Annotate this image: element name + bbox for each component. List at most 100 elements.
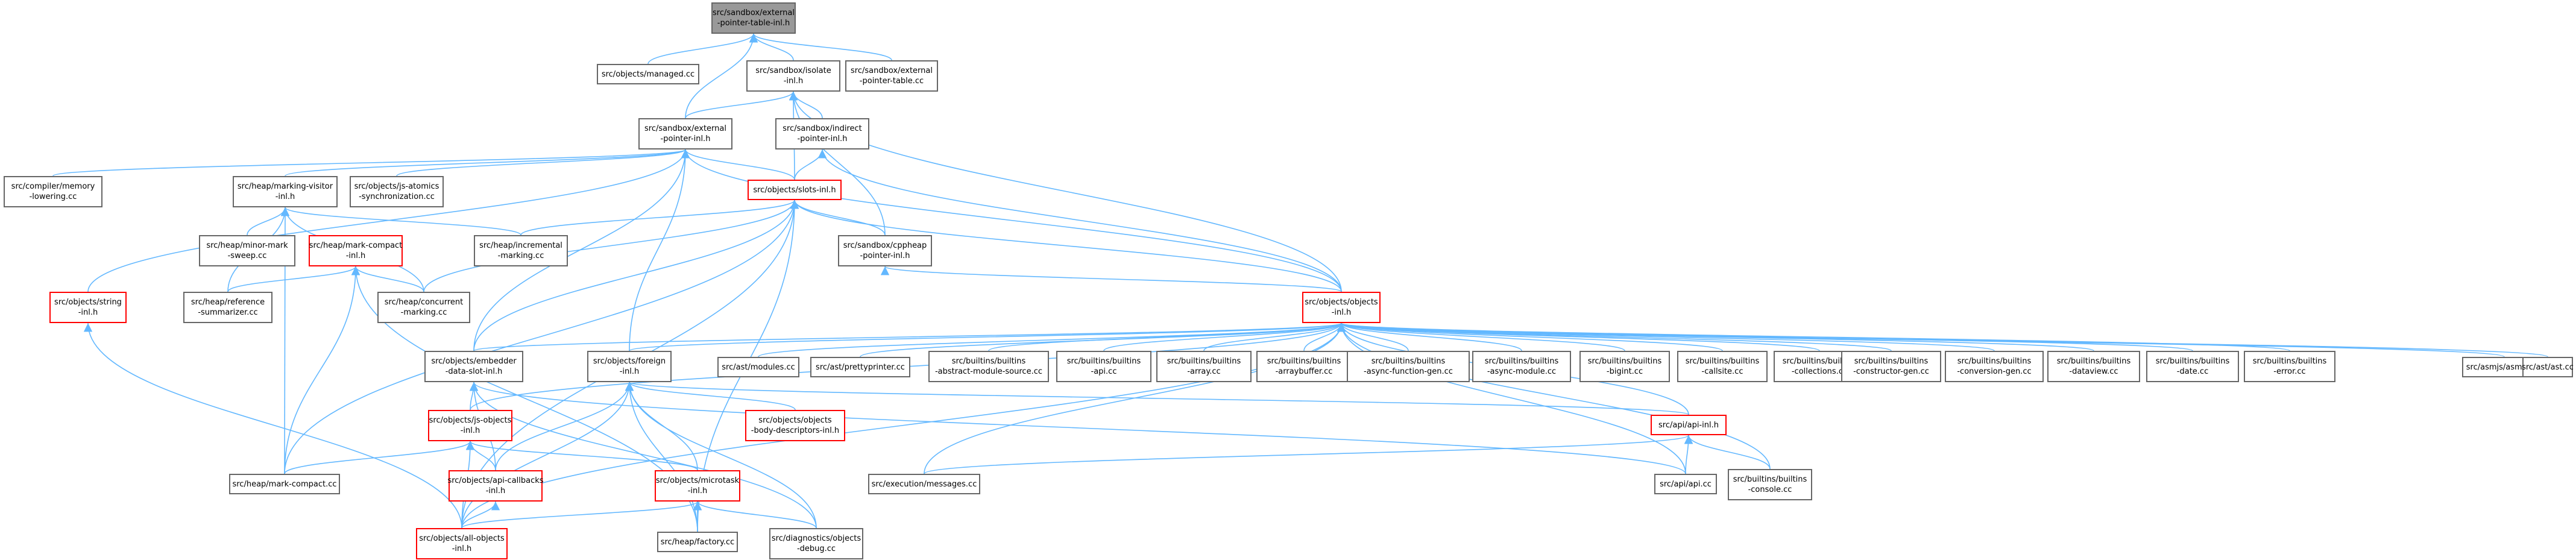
node-heap-ref-summ[interactable]: src/heap/reference-summarizer.cc xyxy=(183,292,272,323)
node-label: src/heap/marking-visitor xyxy=(237,182,333,191)
node-ext-ptr-inl[interactable]: src/sandbox/external-pointer-inl.h xyxy=(638,118,732,149)
node-incremental-marking[interactable]: src/heap/incremental-marking.cc xyxy=(474,235,568,266)
node-label: src/objects/foreign xyxy=(593,357,666,366)
node-label: src/objects/managed.cc xyxy=(601,69,695,79)
node-b-arraybuffer[interactable]: src/builtins/builtins-arraybuffer.cc xyxy=(1256,351,1352,382)
node-cppheap-ptr[interactable]: src/sandbox/cppheap-pointer-inl.h xyxy=(838,235,932,266)
node-b-callsite[interactable]: src/builtins/builtins-callsite.cc xyxy=(1677,351,1768,382)
node-label: src/heap/mark-compact xyxy=(309,241,403,250)
node-api-callbacks[interactable]: src/objects/api-callbacks-inl.h xyxy=(447,470,544,502)
node-label: src/builtins/builtins xyxy=(1782,357,1857,366)
node-label: src/diagnostics/objects xyxy=(771,534,861,543)
node-heap-mark-compact[interactable]: src/heap/mark-compact.cc xyxy=(229,474,340,494)
node-label: -data-slot-inl.h xyxy=(445,367,503,376)
node-label: -sweep.cc xyxy=(227,251,267,260)
edge-concurrent-marking-to-mark-compact-inl xyxy=(351,266,424,292)
node-label: -arraybuffer.cc xyxy=(1275,367,1333,376)
node-label: -lowering.cc xyxy=(29,192,77,201)
node-js-atomics[interactable]: src/objects/js-atomics-synchronization.c… xyxy=(350,176,444,207)
node-isolate-inl[interactable]: src/sandbox/isolate-inl.h xyxy=(746,60,840,92)
node-managed[interactable]: src/objects/managed.cc xyxy=(597,64,699,84)
edge-all-objects-inl-to-foreign-inl xyxy=(461,382,634,529)
node-label: src/objects/js-atomics xyxy=(354,182,439,191)
edge-objects-inl-to-indirect-ptr-inl xyxy=(817,149,1342,292)
node-ast-prettyprinter[interactable]: src/ast/prettyprinter.cc xyxy=(810,357,910,377)
node-b-dataview[interactable]: src/builtins/builtins-dataview.cc xyxy=(2047,351,2140,382)
node-label: -inl.h xyxy=(460,426,480,435)
node-label: -pointer-table.cc xyxy=(859,77,924,86)
node-js-objects-inl[interactable]: src/objects/js-objects-inl.h xyxy=(428,410,512,441)
edge-all-objects-inl-to-microtask-inl xyxy=(461,501,702,529)
node-b-async-module[interactable]: src/builtins/builtins-async-module.cc xyxy=(1472,351,1571,382)
node-label: src/sandbox/external xyxy=(644,124,726,133)
edge-diag-objects-debug-to-embedder-slot xyxy=(469,382,817,529)
node-microtask-inl[interactable]: src/objects/microtask-inl.h xyxy=(655,470,740,502)
node-b-array[interactable]: src/builtins/builtins-array.cc xyxy=(1156,351,1252,382)
edge-exec-messages-to-api-inl xyxy=(924,435,1693,474)
node-compiler-mem[interactable]: src/compiler/memory-lowering.cc xyxy=(4,176,102,207)
node-b-conversion-gen[interactable]: src/builtins/builtins-conversion-gen.cc xyxy=(1945,351,2044,382)
node-b-console[interactable]: src/builtins/builtins-console.cc xyxy=(1728,469,1812,500)
node-label: src/builtins/builtins xyxy=(1685,357,1760,366)
node-label: src/heap/reference xyxy=(191,298,265,307)
node-b-async-fn-gen[interactable]: src/builtins/builtins-async-function-gen… xyxy=(1347,351,1470,382)
node-ext-ptr-table-cc[interactable]: src/sandbox/external-pointer-table.cc xyxy=(845,60,938,92)
edge-b-bigint-to-objects-inl xyxy=(1337,322,1625,351)
node-marking-visitor[interactable]: src/heap/marking-visitor-inl.h xyxy=(233,176,338,207)
edge-heap-mark-compact-to-slots-inl xyxy=(284,200,799,474)
node-minor-mark-sweep[interactable]: src/heap/minor-mark-sweep.cc xyxy=(199,235,295,266)
node-label: src/objects/all-objects xyxy=(419,534,505,543)
node-string-inl[interactable]: src/objects/string-inl.h xyxy=(49,292,127,323)
node-label: -inl.h xyxy=(78,308,98,317)
node-label: -inl.h xyxy=(345,251,366,260)
edge-compiler-mem-to-ext-ptr-inl xyxy=(52,149,690,177)
node-label: src/builtins/builtins xyxy=(2252,357,2327,366)
edge-ast-cc-to-objects-inl xyxy=(1337,322,2548,357)
node-label: -async-module.cc xyxy=(1487,367,1557,376)
node-exec-messages[interactable]: src/execution/messages.cc xyxy=(868,474,980,494)
node-b-api[interactable]: src/builtins/builtins-api.cc xyxy=(1056,351,1151,382)
node-label: src/objects/embedder xyxy=(431,357,517,366)
node-b-abstract-module[interactable]: src/builtins/builtins-abstract-module-so… xyxy=(928,351,1049,382)
edge-incremental-marking-to-marking-visitor xyxy=(281,207,521,236)
node-label: src/api/api-inl.h xyxy=(1658,420,1719,430)
edge-slots-inl-to-indirect-ptr-inl xyxy=(794,149,827,180)
node-embedder-slot[interactable]: src/objects/embedder-data-slot-inl.h xyxy=(424,351,523,382)
node-label: src/sandbox/external xyxy=(713,8,795,17)
node-b-error[interactable]: src/builtins/builtins-error.cc xyxy=(2244,351,2335,382)
node-body-descriptors[interactable]: src/objects/objects-body-descriptors-inl… xyxy=(745,410,845,441)
node-mark-compact-inl[interactable]: src/heap/mark-compact-inl.h xyxy=(309,235,403,266)
edge-marking-visitor-to-ext-ptr-inl xyxy=(285,149,690,177)
node-b-date[interactable]: src/builtins/builtins-date.cc xyxy=(2146,351,2239,382)
node-diag-objects-debug[interactable]: src/diagnostics/objects-debug.cc xyxy=(769,528,863,559)
node-objects-inl[interactable]: src/objects/objects-inl.h xyxy=(1302,292,1381,323)
node-heap-factory[interactable]: src/heap/factory.cc xyxy=(657,532,738,552)
node-label: -debug.cc xyxy=(796,544,836,553)
node-api-cc[interactable]: src/api/api.cc xyxy=(1654,474,1717,494)
node-label: -inl.h xyxy=(619,367,640,376)
edge-cppheap-ptr-to-isolate-inl xyxy=(789,91,886,236)
node-b-constructor-gen[interactable]: src/builtins/builtins-constructor-gen.cc xyxy=(1841,351,1941,382)
node-label: src/objects/string xyxy=(54,298,122,307)
edge-api-inl-to-foreign-inl xyxy=(625,382,1689,415)
node-label: src/builtins/builtins xyxy=(1587,357,1662,366)
node-ast-cc[interactable]: src/ast/ast.cc xyxy=(2522,357,2574,377)
node-concurrent-marking[interactable]: src/heap/concurrent-marking.cc xyxy=(377,292,470,323)
edge-foreign-inl-to-objects-inl xyxy=(629,322,1346,351)
edge-diag-objects-debug-to-microtask-inl xyxy=(693,501,817,529)
node-all-objects-inl[interactable]: src/objects/all-objects-inl.h xyxy=(416,528,508,559)
edge-concurrent-marking-to-slots-inl xyxy=(423,200,799,292)
node-slots-inl[interactable]: src/objects/slots-inl.h xyxy=(748,180,842,200)
node-b-bigint[interactable]: src/builtins/builtins-bigint.cc xyxy=(1579,351,1670,382)
edge-api-callbacks-to-foreign-inl xyxy=(495,382,634,471)
node-ast-modules[interactable]: src/ast/modules.cc xyxy=(717,357,799,377)
edge-api-cc-to-embedder-slot xyxy=(470,382,1686,474)
node-label: src/builtins/builtins xyxy=(1066,357,1141,366)
edge-cppheap-ptr-to-slots-inl xyxy=(790,200,886,236)
node-foreign-inl[interactable]: src/objects/foreign-inl.h xyxy=(587,351,672,382)
node-indirect-ptr-inl[interactable]: src/sandbox/indirect-pointer-inl.h xyxy=(775,118,869,149)
node-label: -synchronization.cc xyxy=(359,192,435,201)
node-label: src/objects/objects xyxy=(758,416,832,425)
edge-js-atomics-to-ext-ptr-inl xyxy=(396,149,690,177)
node-api-inl[interactable]: src/api/api-inl.h xyxy=(1651,415,1727,435)
